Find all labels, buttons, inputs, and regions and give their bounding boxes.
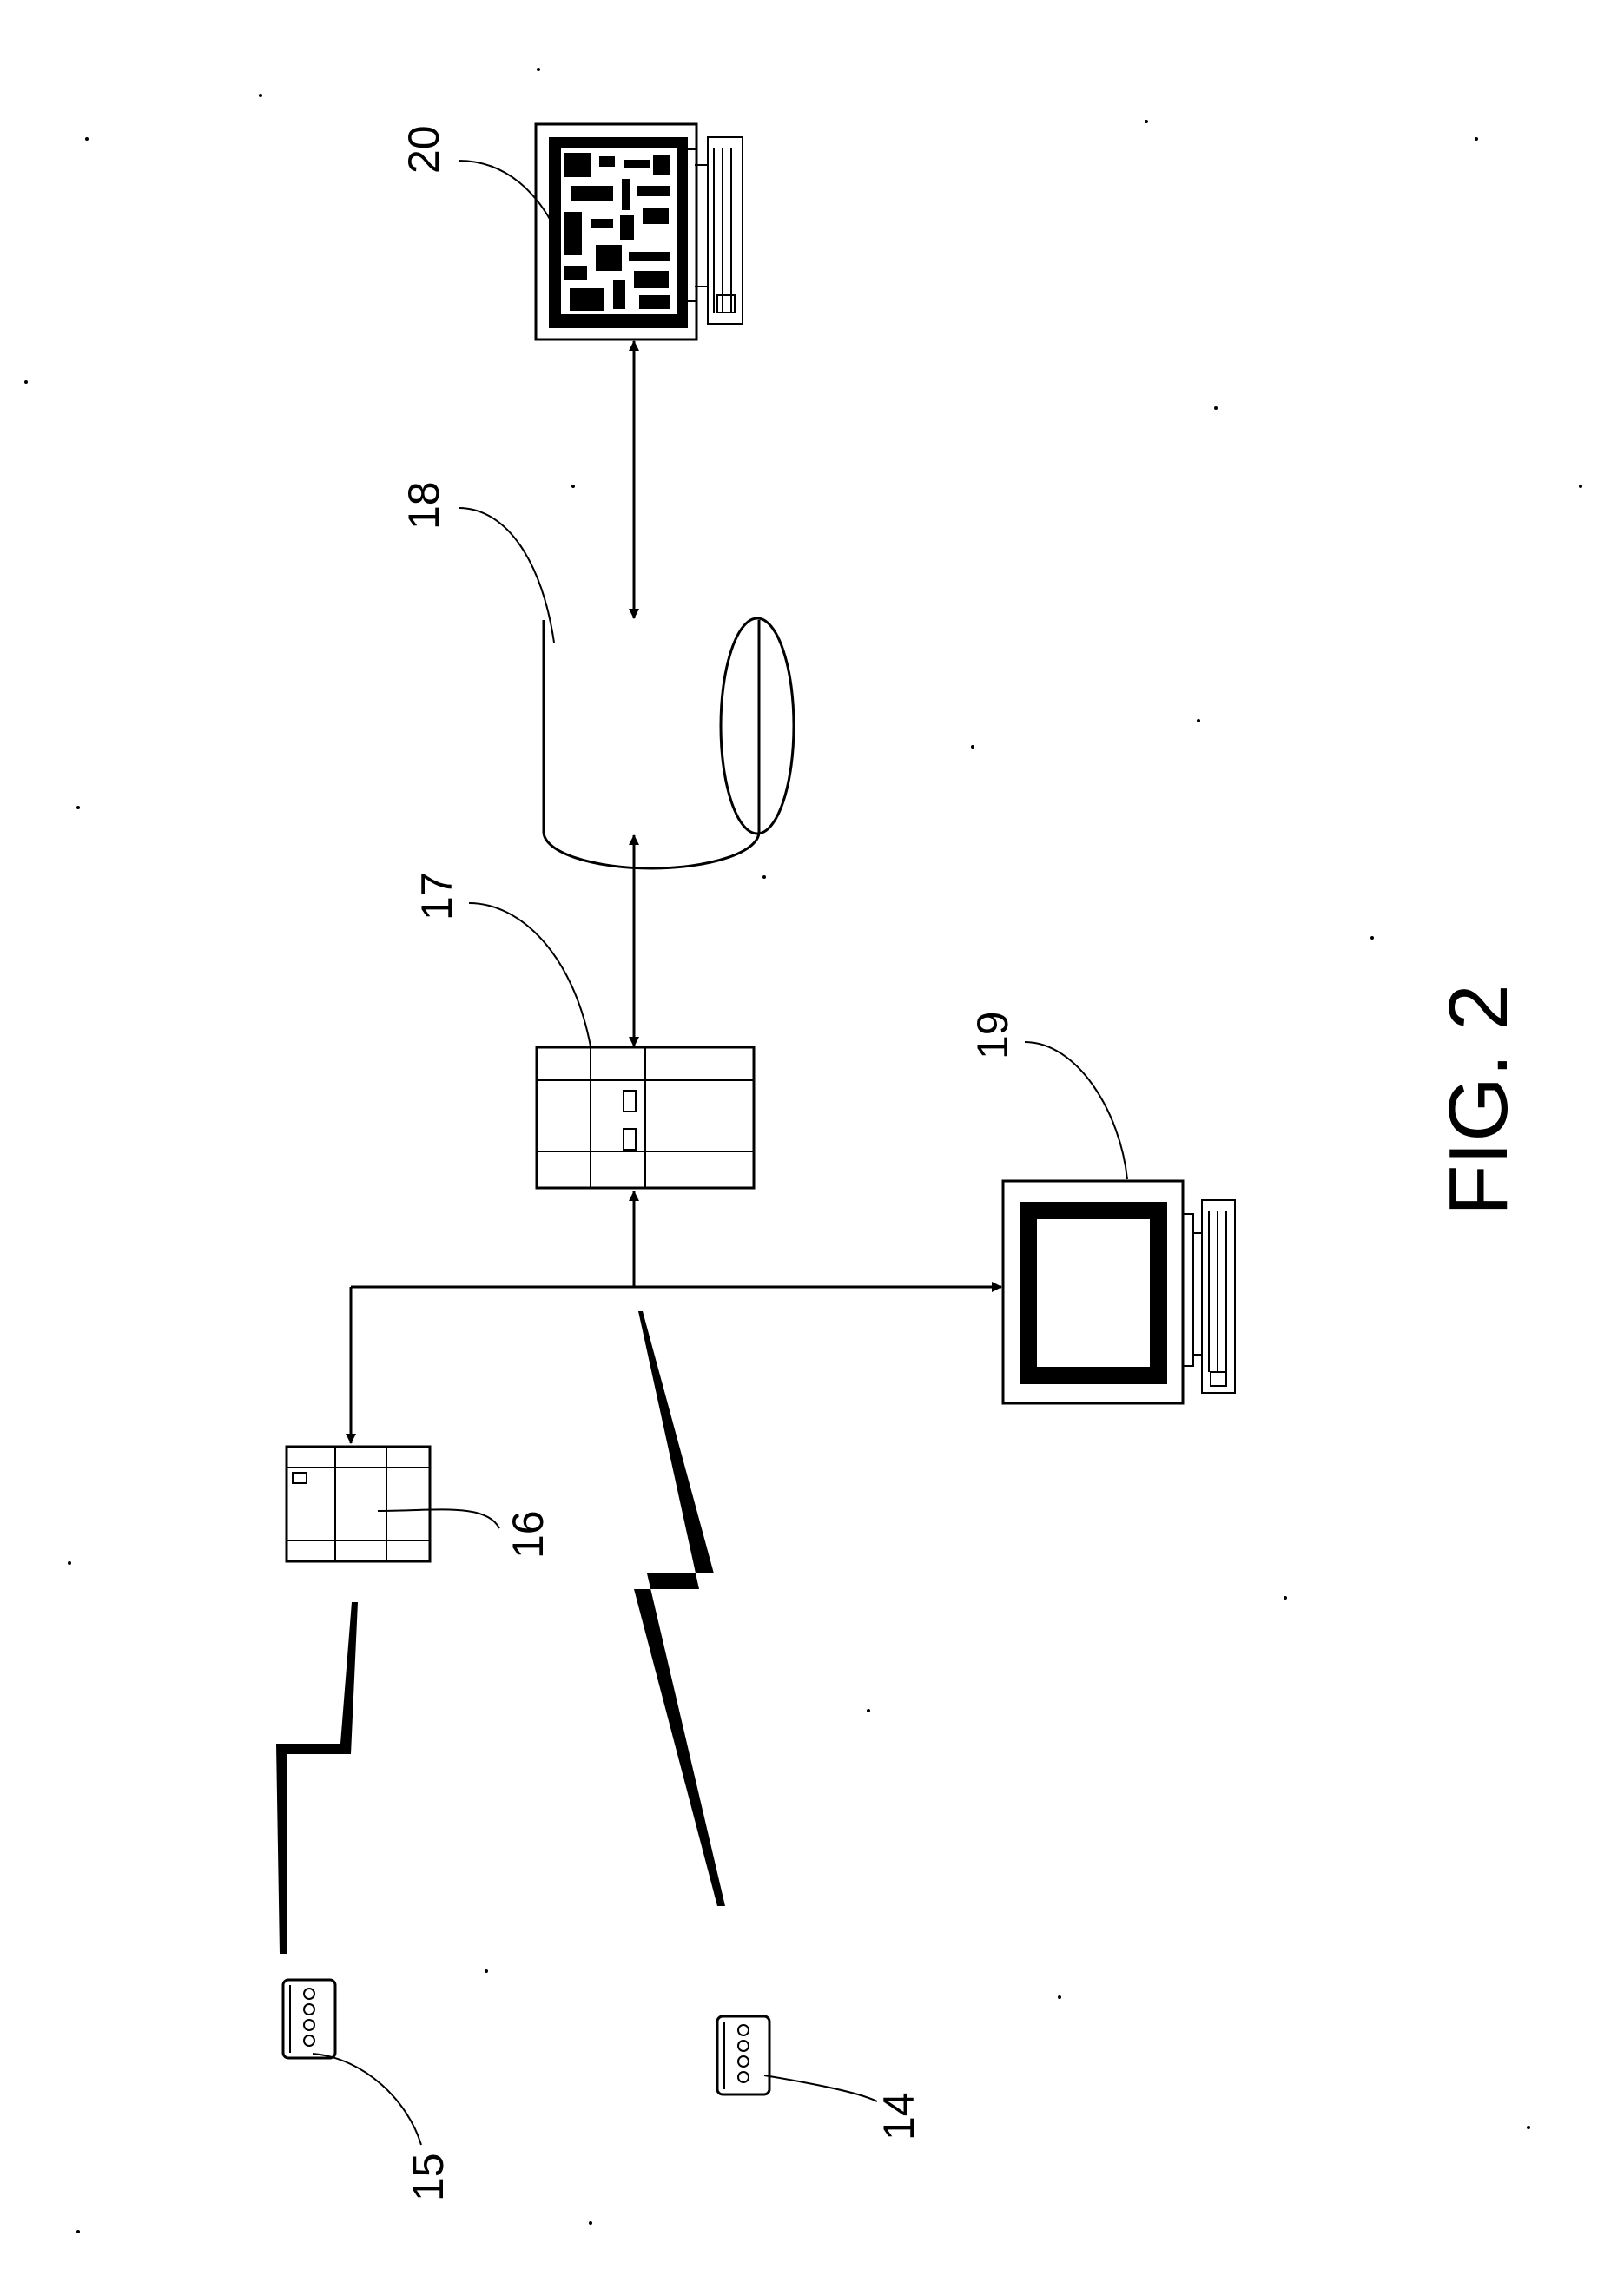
label-19: 19 bbox=[968, 1011, 1017, 1059]
scan-specks bbox=[24, 68, 1582, 2233]
workstation-19 bbox=[1003, 1181, 1235, 1403]
label-14: 14 bbox=[875, 2092, 923, 2141]
base-station-16 bbox=[287, 1447, 430, 1561]
label-17: 17 bbox=[413, 872, 461, 920]
keyboard-keys bbox=[714, 148, 735, 313]
leader-lines bbox=[313, 161, 1127, 2145]
workstation-20 bbox=[536, 124, 743, 340]
database-18 bbox=[544, 618, 794, 868]
reference-labels: 20 18 17 19 16 15 14 bbox=[399, 125, 1017, 2201]
handheld-device-15 bbox=[283, 1980, 335, 2058]
handheld-device-14 bbox=[717, 2016, 769, 2094]
label-15: 15 bbox=[404, 2153, 452, 2201]
wireless-link-15-16 bbox=[276, 1602, 358, 1954]
label-18: 18 bbox=[399, 481, 448, 530]
label-16: 16 bbox=[504, 1510, 552, 1559]
label-20: 20 bbox=[399, 125, 448, 174]
keyboard-keys bbox=[1209, 1211, 1226, 1386]
figure-caption: FIG. 2 bbox=[1432, 984, 1525, 1216]
wireless-link-14-bus bbox=[634, 1311, 725, 1906]
server-17 bbox=[537, 1047, 754, 1188]
